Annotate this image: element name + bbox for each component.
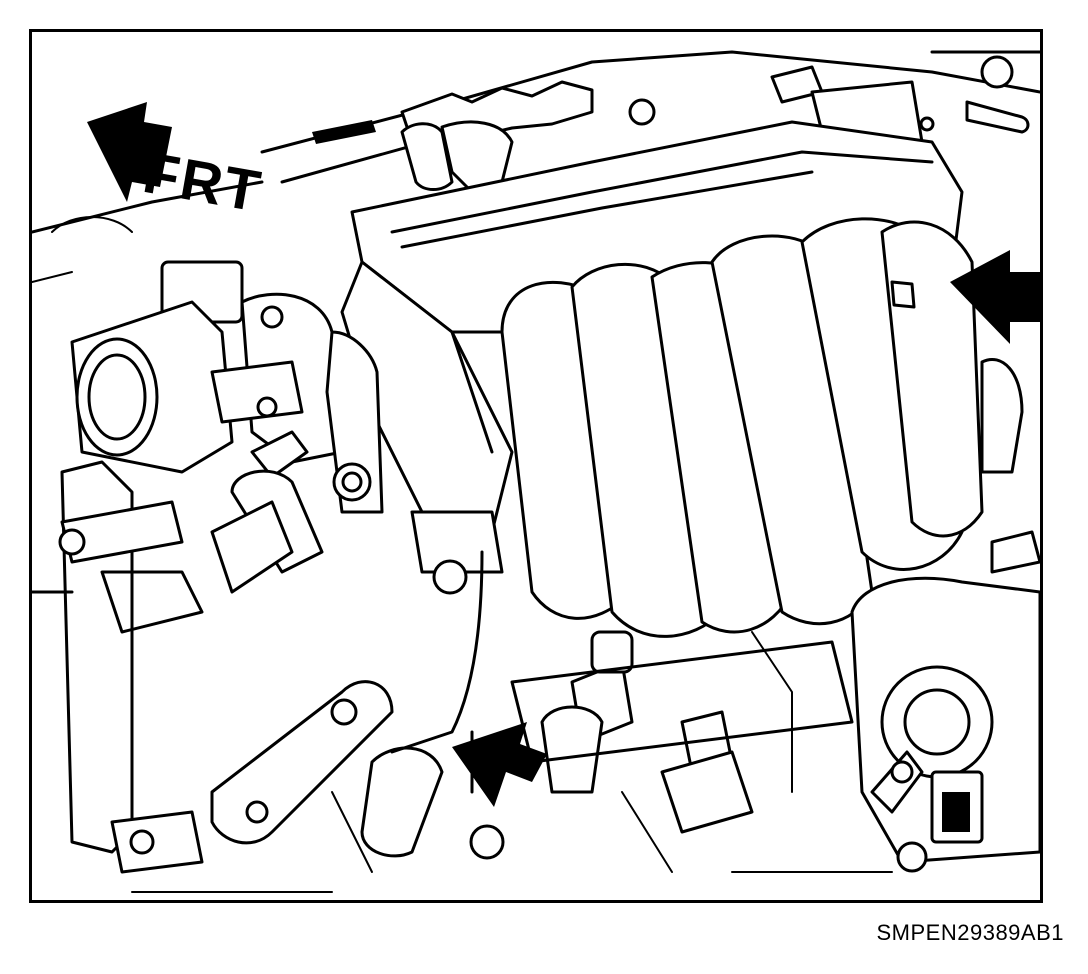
engine-illustration	[32, 50, 1040, 893]
engine-detail-lines	[32, 216, 893, 893]
arrow-lower-center	[452, 722, 547, 807]
throttle-body	[70, 260, 344, 594]
right-sensor-assembly	[850, 358, 1040, 873]
valve-cover	[32, 50, 1040, 234]
injector-fittings	[360, 550, 854, 860]
intake-runners	[500, 217, 984, 638]
arrow-right-side	[950, 250, 1040, 344]
illustration-frame: FRT	[29, 29, 1043, 903]
manifold-boss	[325, 330, 504, 595]
front-direction-arrow	[87, 102, 172, 202]
bracket-link	[110, 680, 394, 874]
coolant-hose	[32, 460, 204, 854]
figure-id-code: SMPEN29389AB1	[876, 920, 1064, 945]
